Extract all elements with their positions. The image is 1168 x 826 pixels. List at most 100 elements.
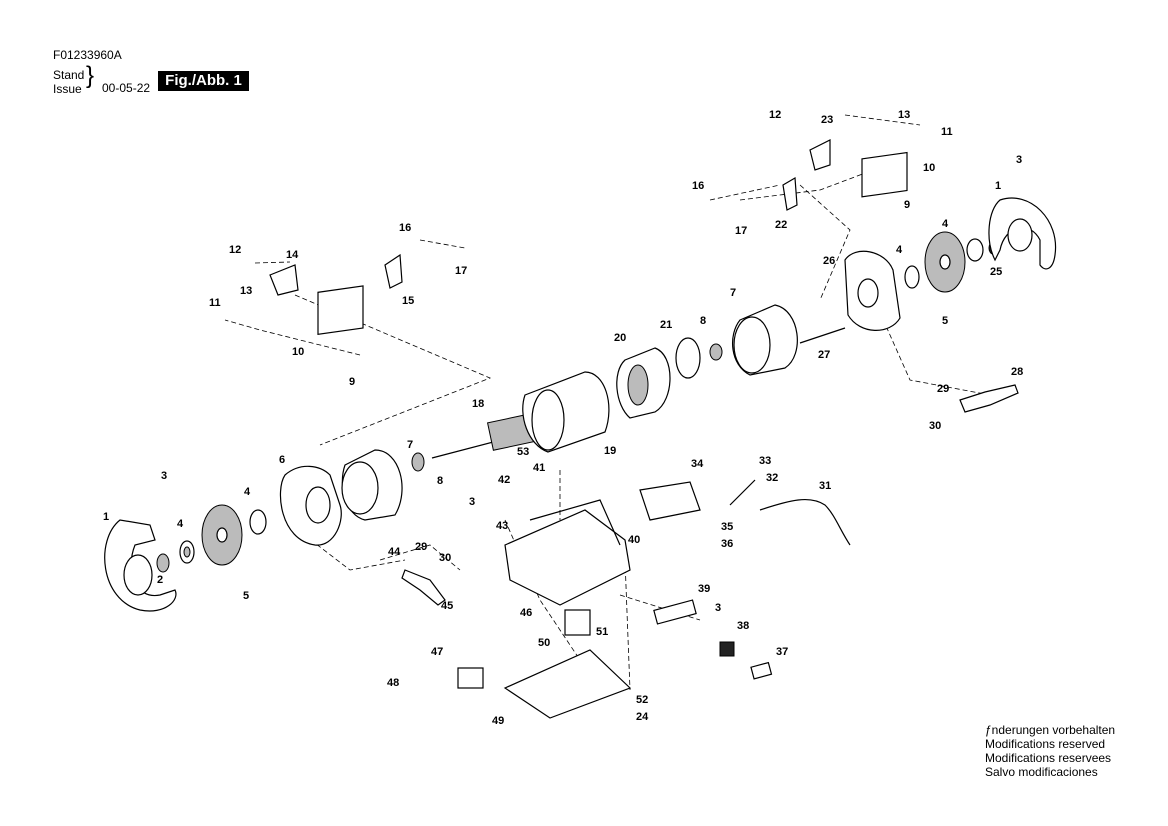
left-bracket-15 [384, 253, 403, 289]
power-cord [759, 499, 851, 546]
callout-4: 4 [177, 518, 184, 530]
right-outer-flange [966, 238, 984, 262]
callout-12: 12 [769, 109, 781, 121]
right-bracket-23 [809, 139, 831, 171]
callout-38: 38 [737, 620, 749, 632]
switch-box [457, 667, 484, 689]
callout-48: 48 [387, 677, 399, 689]
brace-glyph: } [86, 62, 95, 89]
note-spanish: Salvo modificaciones [985, 765, 1098, 779]
callout-21: 21 [660, 319, 672, 331]
callout-3: 3 [161, 470, 167, 482]
left-eye-shield [317, 285, 364, 335]
callout-50: 50 [538, 637, 550, 649]
right-tool-rest [959, 384, 1019, 413]
callout-3: 3 [1016, 154, 1022, 166]
left-side-cover [279, 465, 342, 546]
note-german: ƒnderungen vorbehalten [985, 723, 1116, 737]
callout-16: 16 [692, 180, 704, 192]
callout-49: 49 [492, 715, 504, 727]
callout-33: 33 [759, 455, 771, 467]
motor-stator [522, 371, 610, 453]
callout-30: 30 [439, 552, 451, 564]
callout-10: 10 [923, 162, 935, 174]
callout-8: 8 [437, 475, 443, 487]
callout-45: 45 [441, 600, 453, 612]
label [750, 661, 773, 680]
callout-2: 2 [157, 574, 163, 586]
callout-12: 12 [229, 244, 241, 256]
callout-15: 15 [402, 295, 414, 307]
callout-3: 3 [469, 496, 475, 508]
left-inner-flange [249, 509, 267, 535]
fan-cover [616, 347, 671, 419]
callout-32: 32 [766, 472, 778, 484]
callout-10: 10 [292, 346, 304, 358]
callout-28: 28 [1011, 366, 1023, 378]
bottom-plate [503, 649, 632, 719]
callout-4: 4 [942, 218, 949, 230]
left-bracket [269, 264, 299, 296]
callout-26: 26 [823, 255, 835, 267]
left-grinding-wheel [201, 504, 243, 566]
callout-9: 9 [349, 376, 355, 388]
issue-date: 00-05-22 [102, 81, 151, 95]
callout-17: 17 [735, 225, 747, 237]
left-flange-set [156, 540, 195, 573]
callout-46: 46 [520, 607, 532, 619]
callout-30: 30 [929, 420, 941, 432]
left-tool-rest [401, 569, 446, 606]
right-side-cover [844, 250, 901, 331]
document-code: F01233960A [53, 48, 122, 62]
callout-20: 20 [614, 332, 626, 344]
note-french: Modifications reservees [985, 751, 1112, 765]
callout-52: 52 [636, 694, 648, 706]
stand-issue-labels: Stand Issue [53, 68, 84, 96]
issue-label: Issue [53, 82, 82, 96]
switch [719, 641, 735, 657]
callout-5: 5 [243, 590, 249, 602]
figure-label: Fig./Abb. 1 [158, 71, 249, 91]
tray [639, 481, 701, 521]
modification-notes: ƒnderungen vorbehalten Modifications res… [985, 723, 1115, 779]
callout-44: 44 [388, 546, 401, 558]
callout-9: 9 [904, 199, 910, 211]
left-bearing [411, 452, 425, 472]
callout-25: 25 [990, 266, 1002, 278]
callout-1: 1 [995, 180, 1001, 192]
right-inner-flange [904, 265, 920, 289]
left-wheel-guard [104, 519, 177, 612]
note-english: Modifications reserved [985, 737, 1106, 751]
callout-4: 4 [896, 244, 903, 256]
callout-8: 8 [700, 315, 706, 327]
switch-plate [653, 599, 697, 625]
callout-29: 29 [937, 383, 949, 395]
callout-22: 22 [775, 219, 787, 231]
callout-1: 1 [103, 511, 109, 523]
callout-4: 4 [244, 486, 251, 498]
right-bearing [709, 343, 723, 361]
cooling-fan [675, 337, 701, 379]
callout-14: 14 [286, 249, 299, 261]
callout-53: 53 [517, 446, 529, 458]
callout-3: 3 [715, 602, 721, 614]
callout-39: 39 [698, 583, 710, 595]
callout-13: 13 [240, 285, 252, 297]
callout-37: 37 [776, 646, 788, 658]
callout-51: 51 [596, 626, 608, 638]
callout-5: 5 [942, 315, 948, 327]
callout-13: 13 [898, 109, 910, 121]
callout-36: 36 [721, 538, 733, 550]
tie-rod [799, 327, 846, 344]
callout-34: 34 [691, 458, 704, 470]
callout-35: 35 [721, 521, 733, 533]
right-wheel-guard [988, 197, 1057, 270]
cord-clamp [729, 479, 756, 506]
left-motor-housing [341, 449, 403, 521]
callout-41: 41 [533, 462, 545, 474]
callout-11: 11 [941, 126, 953, 138]
callout-19: 19 [604, 445, 616, 457]
stand-label: Stand [53, 68, 85, 82]
callout-40: 40 [628, 534, 640, 546]
